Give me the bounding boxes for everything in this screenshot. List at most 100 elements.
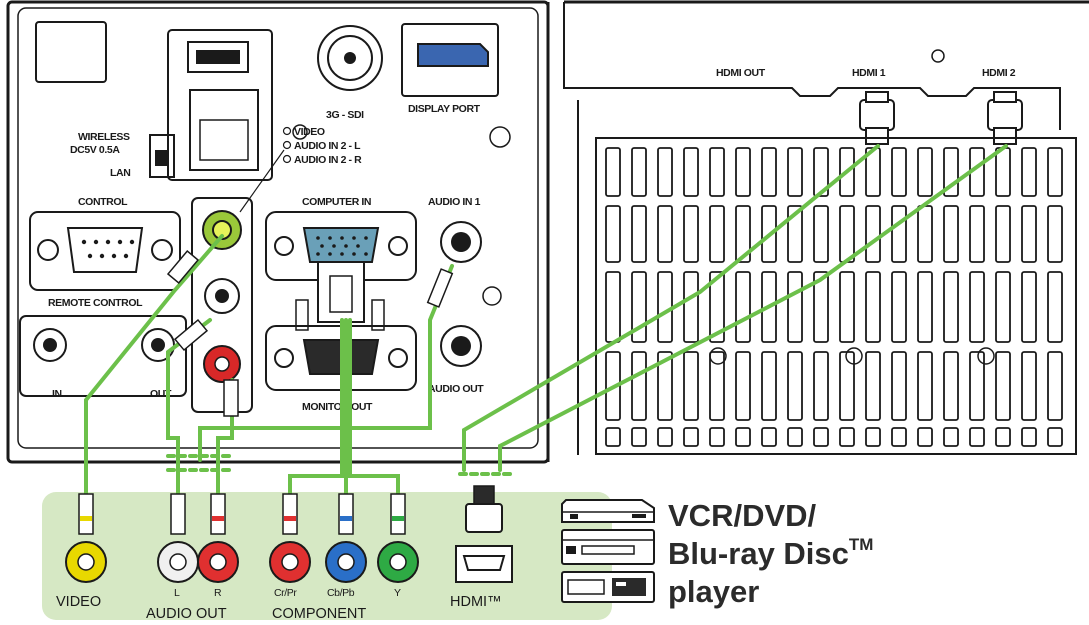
grill-slot bbox=[709, 271, 725, 343]
control-pins bbox=[81, 239, 135, 259]
cables bbox=[84, 144, 1008, 502]
grill-slot bbox=[1021, 271, 1037, 343]
component-cr-cable bbox=[288, 318, 344, 502]
panel-plugs bbox=[166, 249, 454, 417]
grill-slot bbox=[1047, 351, 1063, 421]
grill-slot bbox=[605, 205, 621, 263]
audio-l-device-plug bbox=[170, 493, 186, 535]
grill-slot bbox=[631, 351, 647, 421]
sdi-port-ring bbox=[327, 35, 373, 81]
component-y-cable bbox=[348, 318, 400, 502]
hdmi-out-label: HDMI OUT bbox=[716, 67, 766, 79]
grill-slot bbox=[657, 271, 673, 343]
grill-slot bbox=[891, 351, 907, 421]
grill-slot bbox=[657, 351, 673, 421]
audio-in2-r-jack-hole bbox=[214, 356, 230, 372]
grill-slot bbox=[995, 205, 1011, 263]
control-label: CONTROL bbox=[78, 196, 128, 208]
hdmi1-label: HDMI 1 bbox=[852, 67, 886, 79]
grill-slot bbox=[995, 351, 1011, 421]
grill-slot bbox=[995, 147, 1011, 197]
grill-slot bbox=[709, 147, 725, 197]
device-connectors bbox=[65, 485, 513, 583]
grill-slot bbox=[787, 147, 803, 197]
grill-slot bbox=[1021, 147, 1037, 197]
control-port-frame bbox=[29, 211, 181, 291]
hdmi2-plug-boot bbox=[993, 127, 1017, 145]
device-component-label: COMPONENT bbox=[272, 606, 366, 622]
displayport-port bbox=[417, 43, 489, 67]
grill-slot bbox=[605, 147, 621, 197]
grill-slot bbox=[813, 271, 829, 343]
remote-control-label: REMOTE CONTROL bbox=[48, 297, 143, 309]
grill-slot bbox=[891, 271, 907, 343]
ventilation-grill bbox=[595, 137, 1077, 455]
grill-slot bbox=[787, 271, 803, 343]
bluray-icon bbox=[561, 571, 655, 603]
sdi-port-pin bbox=[344, 52, 356, 64]
usb-port bbox=[187, 41, 249, 73]
video-indicator-icon bbox=[282, 126, 292, 136]
player-line2-text: Blu-ray Disc bbox=[668, 536, 849, 571]
usb-port-inner bbox=[196, 50, 240, 64]
grill-slot bbox=[735, 427, 751, 447]
audio-in2-r-label: AUDIO IN 2 - R bbox=[294, 154, 362, 166]
hdmi2-plug bbox=[987, 99, 1023, 131]
wireless-slot bbox=[35, 21, 107, 83]
grill-slot bbox=[943, 205, 959, 263]
bracket-icon bbox=[295, 299, 309, 331]
audio-in1-plug bbox=[426, 268, 454, 308]
grill-slot bbox=[1047, 427, 1063, 447]
sdi-port bbox=[317, 25, 383, 91]
audio-r-indicator-icon bbox=[282, 154, 292, 164]
grill-slot bbox=[995, 427, 1011, 447]
hdmi1-plug bbox=[859, 99, 895, 131]
audio-in2-l-label: AUDIO IN 2 - L bbox=[294, 140, 361, 152]
hdmi-panel-edge bbox=[563, 2, 1061, 130]
grill-slot bbox=[943, 351, 959, 421]
screw-icon bbox=[292, 124, 308, 140]
grill-slot bbox=[761, 147, 777, 197]
remote-out-jack-hole bbox=[151, 338, 165, 352]
grill-slot bbox=[891, 205, 907, 263]
device-audio-out-label: AUDIO OUT bbox=[146, 606, 227, 622]
grill-slot bbox=[787, 351, 803, 421]
grill-slot bbox=[839, 351, 855, 421]
projector-panel: WIRELESS DC5V 0.5A LAN 3G - SDI DISPLAY … bbox=[6, 0, 550, 464]
computer-in-port bbox=[302, 227, 380, 263]
grill-slot bbox=[917, 427, 933, 447]
wireless-label: WIRELESS bbox=[78, 131, 130, 143]
grill-slot bbox=[1021, 351, 1037, 421]
audio-in1-label: AUDIO IN 1 bbox=[428, 196, 481, 208]
remote-in-jack-hole bbox=[43, 338, 57, 352]
device-r-label: R bbox=[214, 587, 222, 599]
grill-slot bbox=[1047, 271, 1063, 343]
grill-slot bbox=[813, 351, 829, 421]
wireless-power-label: DC5V 0.5A bbox=[70, 144, 120, 156]
computer-in-pins bbox=[316, 236, 368, 256]
grill-slot bbox=[917, 271, 933, 343]
cb-device-plug bbox=[338, 493, 354, 535]
grill-slot bbox=[735, 271, 751, 343]
device-labels: VIDEO L R AUDIO OUT Cr/Pr Cb/Pb Y COMPON… bbox=[56, 587, 502, 622]
grill-slot bbox=[891, 427, 907, 447]
player-icons bbox=[561, 499, 655, 603]
grill-slot bbox=[865, 351, 881, 421]
device-video-label: VIDEO bbox=[56, 594, 101, 610]
grill-slot bbox=[969, 427, 985, 447]
screw-icon bbox=[489, 126, 511, 148]
grill-slot bbox=[865, 205, 881, 263]
screw-icon bbox=[482, 286, 502, 306]
grill-slot bbox=[865, 271, 881, 343]
screw-icon bbox=[931, 49, 945, 63]
player-line2: Blu-ray DiscTM bbox=[668, 535, 873, 571]
grill-slot bbox=[917, 147, 933, 197]
grill-slot bbox=[761, 427, 777, 447]
panel-inner-outline bbox=[17, 7, 539, 449]
component-adapter-body bbox=[329, 275, 353, 313]
grill-slot bbox=[735, 147, 751, 197]
video-device-plug bbox=[78, 493, 94, 535]
lan-port-inner bbox=[199, 119, 249, 161]
grill-slot bbox=[917, 351, 933, 421]
